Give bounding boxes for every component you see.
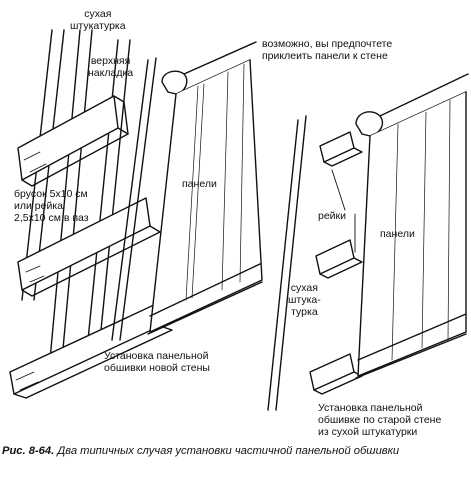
wall-studs xyxy=(21,29,131,361)
drywall-sheet-edge xyxy=(111,57,157,341)
panels-label-right: панели xyxy=(380,228,415,240)
batten-top xyxy=(319,131,363,167)
old-drywall-sheet xyxy=(267,115,307,411)
drywall-label-right: сухая штука- турка xyxy=(288,282,321,318)
bottom-sill-plate xyxy=(9,303,173,399)
upper-furring-block xyxy=(17,95,129,187)
base-trim xyxy=(147,263,263,335)
base-trim-right xyxy=(355,313,467,379)
figure-number: Рис. 8-64. xyxy=(2,445,55,457)
figure-caption: Рис. 8-64. Два типичных случая установки… xyxy=(2,444,471,458)
top-cap-label: верхняя накладка xyxy=(88,55,134,79)
glue-note: возможно, вы предпочтете приклеить панел… xyxy=(262,38,393,62)
batten-bottom xyxy=(309,353,363,395)
middle-furring-block xyxy=(17,197,161,297)
batten-middle xyxy=(315,239,363,279)
panels-label-left: панели xyxy=(182,178,217,190)
figure-caption-text: Два типичных случая установки частичной … xyxy=(57,445,400,457)
new-wall-caption: Установка панельной обшивки новой стены xyxy=(104,350,210,374)
wall-panels xyxy=(149,59,263,333)
old-wall-caption: Установка панельной обшивке по старой ст… xyxy=(318,402,442,438)
battens-label: рейки xyxy=(318,210,347,222)
right-old-wall-drawing xyxy=(267,73,469,411)
left-new-wall-drawing xyxy=(9,29,263,399)
wall-panels-right xyxy=(357,91,467,377)
furring-label: брусок 5x10 см или рейка 2,5x10 см в паз xyxy=(14,188,89,224)
drywall-label-left: сухая штукатурка xyxy=(70,8,126,32)
